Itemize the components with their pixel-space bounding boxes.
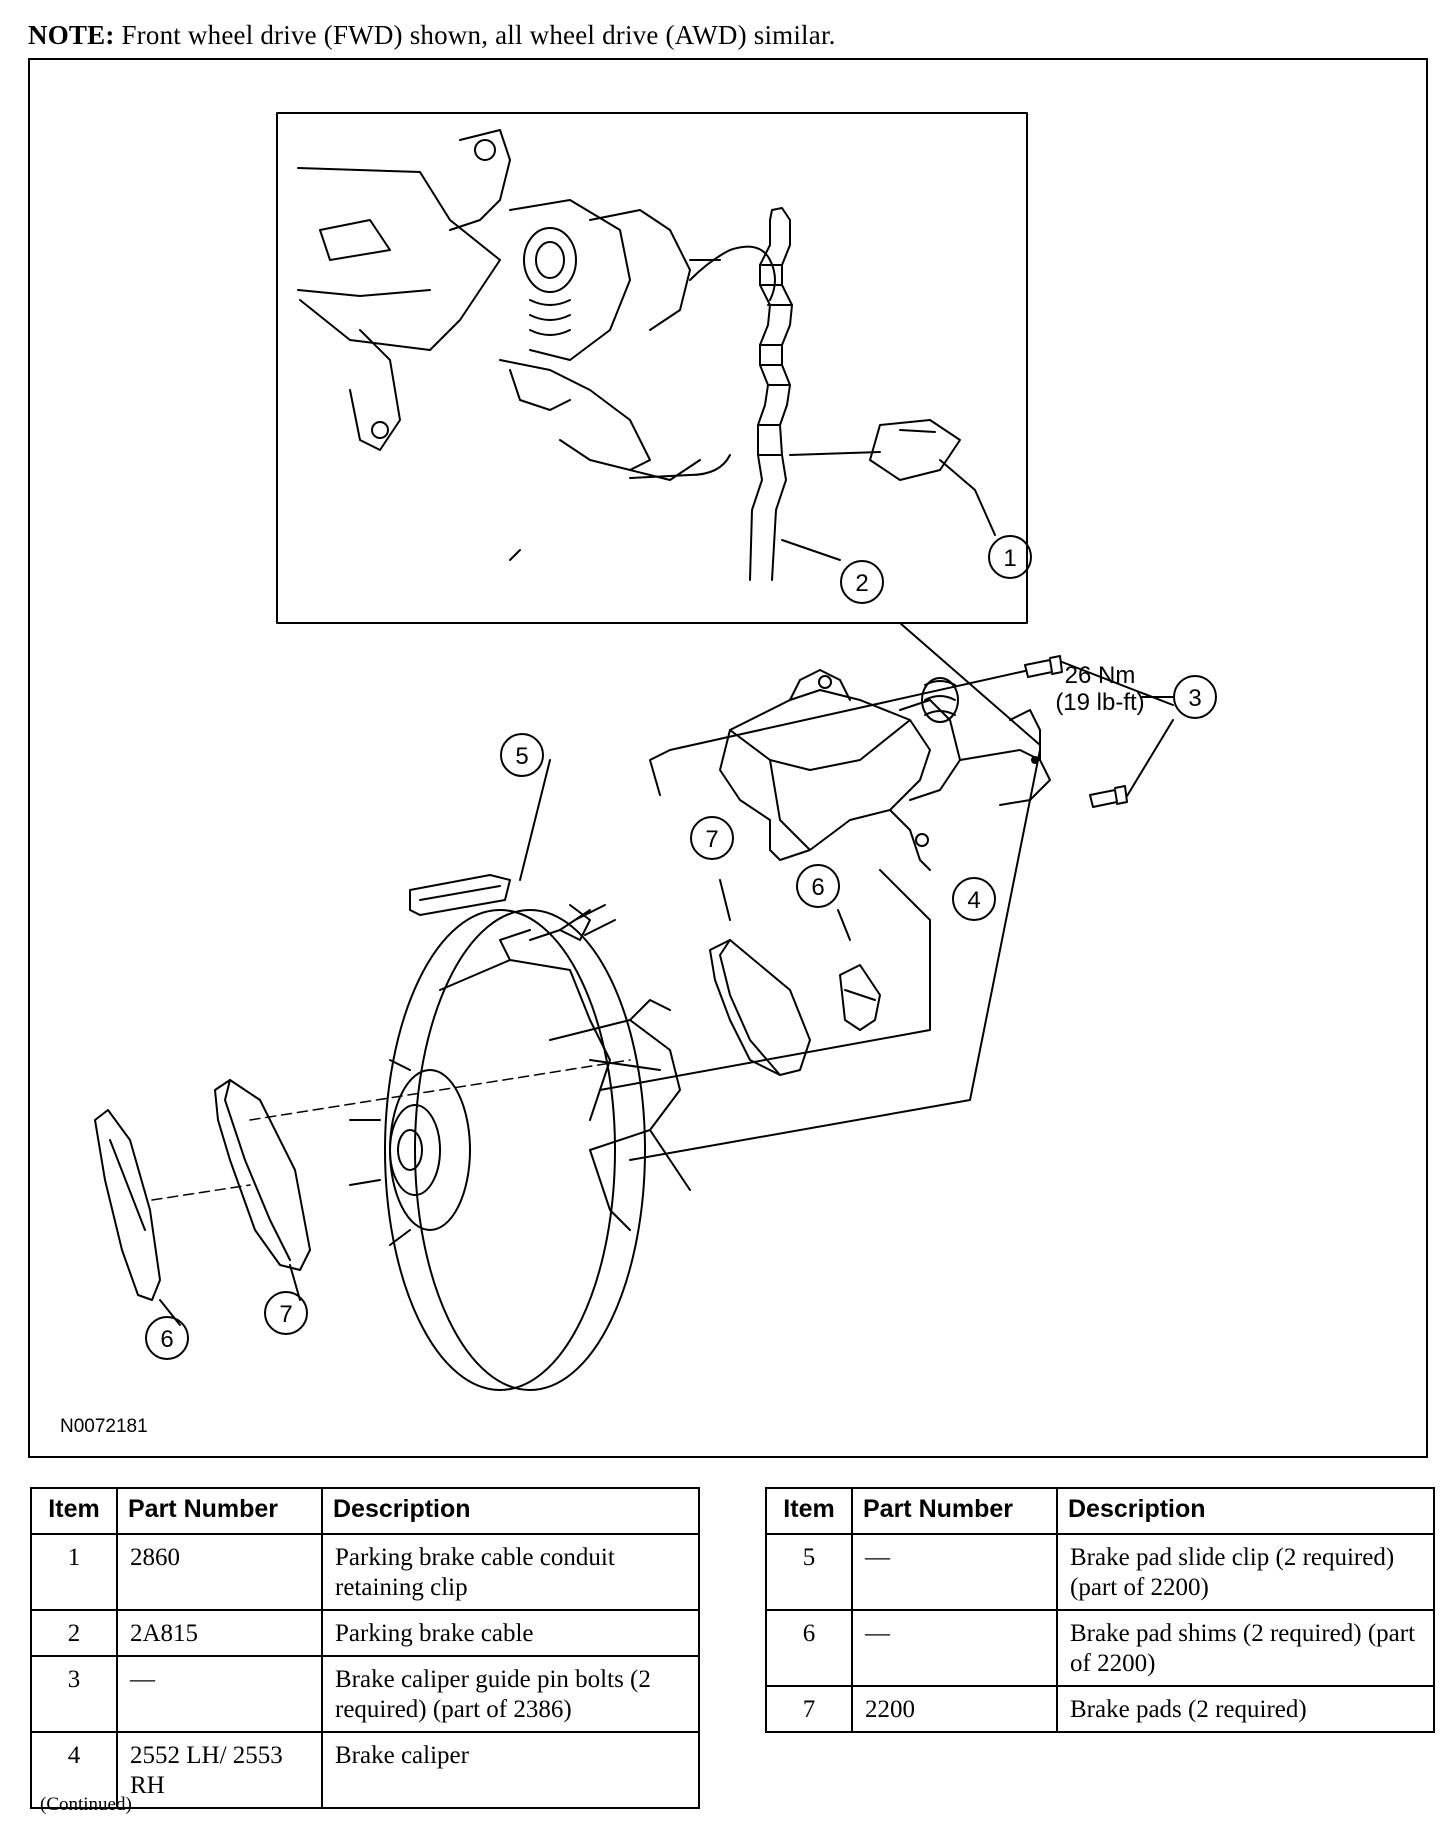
cell-description: Brake caliper guide pin bolts (2 require… <box>321 1655 700 1733</box>
callout-4 <box>952 877 996 921</box>
cell-part-number: 2200 <box>851 1685 1058 1733</box>
table-row: 1 2860 Parking brake cable conduit retai… <box>30 1533 700 1611</box>
continued-note: (Continued) <box>40 1794 132 1815</box>
parts-table-left: Item Part Number Description 1 2860 Park… <box>30 1487 700 1809</box>
cell-part-number: 2860 <box>116 1533 323 1611</box>
table-row: 6 — Brake pad shims (2 required) (part o… <box>765 1609 1435 1687</box>
cell-item: 6 <box>765 1609 853 1687</box>
cell-part-number: — <box>116 1655 323 1733</box>
callout-5 <box>500 733 544 777</box>
header-item: Item <box>30 1487 118 1535</box>
cell-part-number: 2552 LH/ 2553 RH <box>116 1731 323 1809</box>
inset-caliper-drawing <box>297 129 961 481</box>
slide-clip-drawing <box>409 549 551 916</box>
cell-description: Brake pad shims (2 required) (part of 22… <box>1056 1609 1435 1687</box>
inner-brake-pad-drawing <box>709 879 811 1076</box>
cell-item: 5 <box>765 1533 853 1611</box>
cell-part-number: 2A815 <box>116 1609 323 1657</box>
callout-6-lower <box>145 1316 189 1360</box>
table-row: 2 2A815 Parking brake cable <box>30 1609 700 1657</box>
leader-2 <box>781 539 841 561</box>
callout-3 <box>1141 675 1217 719</box>
header-description: Description <box>1056 1487 1435 1535</box>
leader-1 <box>939 459 996 536</box>
cell-item: 4 <box>30 1731 118 1809</box>
table-row: 7 2200 Brake pads (2 required) <box>765 1685 1435 1733</box>
cell-item: 2 <box>30 1609 118 1657</box>
header-part-number: Part Number <box>851 1487 1058 1535</box>
callout-2 <box>840 560 884 604</box>
outer-brake-pad-drawing <box>214 1059 631 1301</box>
outer-shim-drawing <box>94 1109 251 1326</box>
inset-parking-brake-cable <box>629 207 881 581</box>
table-row: 3 — Brake caliper guide pin bolts (2 req… <box>30 1655 700 1733</box>
cell-description: Brake pad slide clip (2 required) (part … <box>1056 1533 1435 1611</box>
cell-description: Brake caliper <box>321 1731 700 1809</box>
table-row: 5 — Brake pad slide clip (2 required) (p… <box>765 1533 1435 1611</box>
leader-caliper-axis <box>599 869 931 1091</box>
caliper-drawing <box>719 669 1051 871</box>
cell-description: Brake pads (2 required) <box>1056 1685 1435 1733</box>
header-description: Description <box>321 1487 700 1535</box>
callout-7-lower <box>264 1291 308 1335</box>
inset-detail-box <box>276 112 1028 624</box>
note: NOTE: Front wheel drive (FWD) shown, all… <box>28 20 836 51</box>
cell-part-number: — <box>851 1533 1058 1611</box>
leader-bolt-axis <box>629 749 1041 1161</box>
note-prefix: NOTE: <box>28 20 115 50</box>
exploded-view-figure: 1 2 3 4 5 7 6 7 6 26 Nm (19 lb-ft) N0072… <box>28 58 1428 1458</box>
header-part-number: Part Number <box>116 1487 323 1535</box>
header-item: Item <box>765 1487 853 1535</box>
cell-item: 7 <box>765 1685 853 1733</box>
cell-item: 3 <box>30 1655 118 1733</box>
note-text: Front wheel drive (FWD) shown, all wheel… <box>121 20 836 50</box>
inner-shim-drawing <box>837 909 881 1031</box>
brake-assembly-diagram <box>94 112 1217 1391</box>
cell-description: Parking brake cable conduit retaining cl… <box>321 1533 700 1611</box>
callout-7-upper <box>690 816 734 860</box>
table-row: 4 2552 LH/ 2553 RH Brake caliper <box>30 1731 700 1809</box>
table-header-row: Item Part Number Description <box>765 1487 1435 1535</box>
rotor-hub-drawing <box>349 904 691 1391</box>
callout-1 <box>988 535 1032 579</box>
parts-table-right: Item Part Number Description 5 — Brake p… <box>765 1487 1435 1733</box>
table-header-row: Item Part Number Description <box>30 1487 700 1535</box>
cell-part-number: — <box>851 1609 1058 1687</box>
cell-item: 1 <box>30 1533 118 1611</box>
cell-description: Parking brake cable <box>321 1609 700 1657</box>
callout-6-upper <box>796 864 840 908</box>
